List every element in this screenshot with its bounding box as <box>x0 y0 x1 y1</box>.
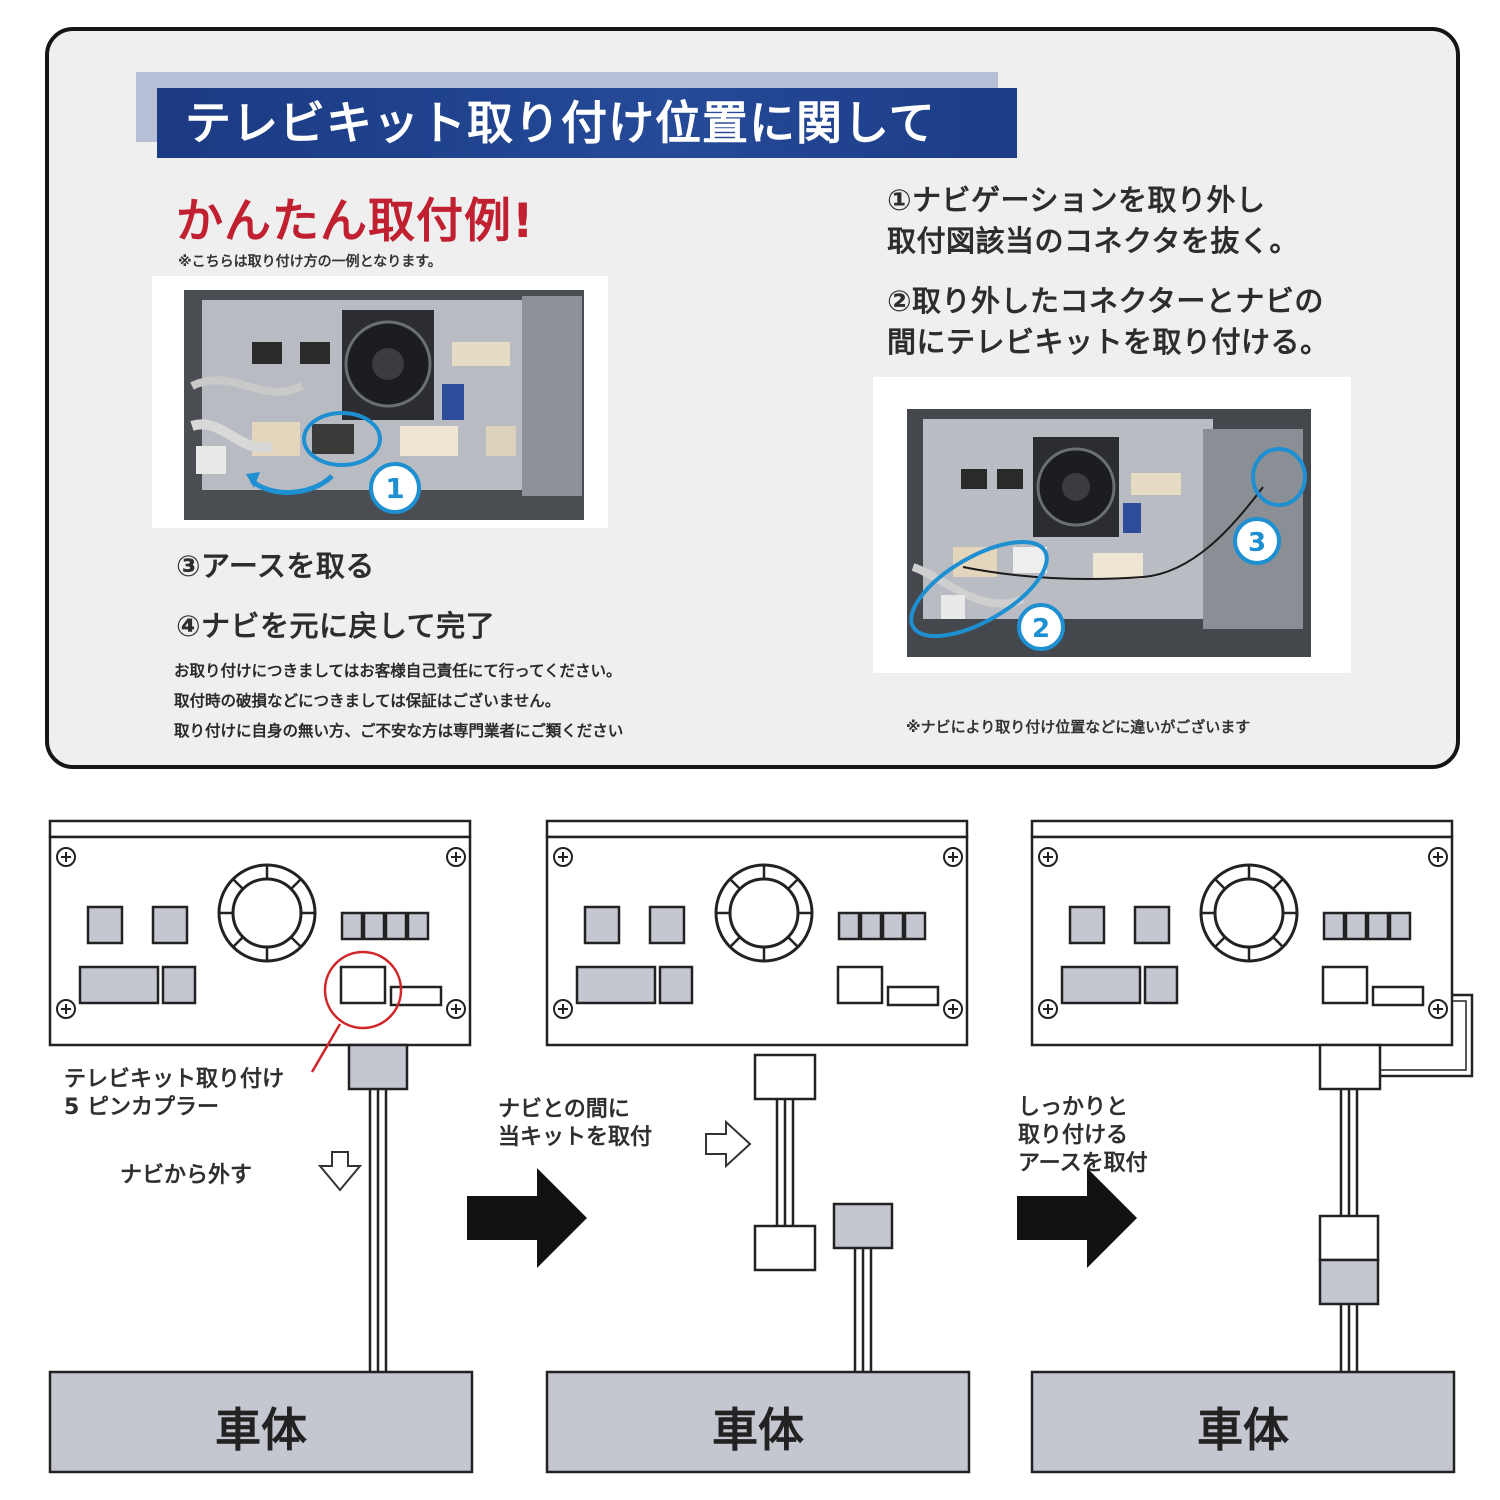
earth-install-line-2: 取り付ける <box>1018 1123 1129 1148</box>
disclaimer-line-3: 取り付けに自身の無い方、ご不安な方は専門業者にご類ください <box>174 722 624 740</box>
connector-slot <box>339 965 387 1005</box>
install-between-label: ナビとの間に 当キットを取付 <box>498 1096 652 1152</box>
install-between-line-1: ナビとの間に <box>498 1097 630 1122</box>
highlight-circle <box>323 950 403 1030</box>
disclaimer-line-2: 取付時の破損などにつきましては保証はございません。 <box>174 692 561 710</box>
step-1: ①ナビゲーションを取り外し 取付図該当のコネクタを抜く。 <box>887 180 1299 262</box>
install-between-line-2: 当キットを取付 <box>498 1125 653 1150</box>
diagram-panel-3 <box>1030 821 1474 1474</box>
kit-connector-bottom <box>753 1224 817 1272</box>
vehicle-body-2 <box>545 1370 971 1474</box>
step-1-line-1: ①ナビゲーションを取り外し <box>887 183 1266 217</box>
down-arrow-icon <box>317 1151 363 1192</box>
vehicle-body-label-3: 車体 <box>1197 1403 1289 1457</box>
photo-marker-1: 1 <box>385 472 404 505</box>
vehicle-coupler <box>832 1202 894 1250</box>
photo-marker-2: 2 <box>1032 614 1050 644</box>
coupler-label-line-1: テレビキット取り付け <box>64 1067 285 1092</box>
right-arrow-icon <box>705 1119 752 1169</box>
coupler-label: テレビキット取り付け 5 ピンカプラー <box>64 1066 284 1122</box>
earth-wire <box>1380 993 1474 1078</box>
example-note: ※こちらは取り付け方の一例となります。 <box>178 254 442 270</box>
step-1-line-2: 取付図該当のコネクタを抜く。 <box>887 224 1299 258</box>
photo-note: ※ナビにより取り付け位置などに違いがございます <box>906 718 1251 736</box>
diagram-panel-2 <box>545 821 971 1474</box>
easy-install-heading: かんたん取付例! <box>176 194 535 249</box>
vehicle-body-label-1: 車体 <box>215 1403 307 1457</box>
step-3: ③アースを取る <box>176 549 375 583</box>
vehicle-body-1 <box>48 1370 474 1474</box>
kit-connector-top <box>753 1053 817 1101</box>
joined-coupler <box>1318 1258 1380 1306</box>
remove-from-navi-label: ナビから外す <box>120 1163 253 1188</box>
step-2-line-2: 間にテレビキットを取り付ける。 <box>887 325 1330 359</box>
vehicle-body-label-2: 車体 <box>712 1403 804 1457</box>
disclaimer-line-1: お取り付けにつきましてはお客様自己責任にて行ってください。 <box>174 662 622 680</box>
navi-photo-1: 1 <box>152 276 608 528</box>
kit-connector-top-installed <box>1318 1043 1382 1091</box>
next-step-arrow-icon-2 <box>1017 1168 1137 1268</box>
step-2: ②取り外したコネクターとナビの 間にテレビキットを取り付ける。 <box>887 281 1330 363</box>
coupler-label-line-2: 5 ピンカプラー <box>64 1095 219 1120</box>
earth-install-label: しっかりと 取り付ける アースを取付 <box>1018 1094 1148 1178</box>
step-4: ④ナビを元に戻して完了 <box>176 609 496 643</box>
vehicle-body-3 <box>1030 1370 1456 1474</box>
photo-marker-3: 3 <box>1248 528 1266 558</box>
step-2-line-1: ②取り外したコネクターとナビの <box>887 284 1324 318</box>
earth-install-line-3: アースを取付 <box>1018 1151 1148 1176</box>
next-step-arrow-icon <box>467 1168 587 1268</box>
navi-coupler <box>347 1043 409 1091</box>
disclaimer: お取り付けにつきましてはお客様自己責任にて行ってください。 取付時の破損などにつ… <box>174 656 623 746</box>
diagram-panel-1 <box>48 821 474 1474</box>
navi-photo-2: 2 3 <box>873 377 1351 673</box>
page-title: テレビキット取り付け位置に関して <box>157 88 1017 158</box>
earth-install-line-1: しっかりと <box>1018 1095 1129 1120</box>
